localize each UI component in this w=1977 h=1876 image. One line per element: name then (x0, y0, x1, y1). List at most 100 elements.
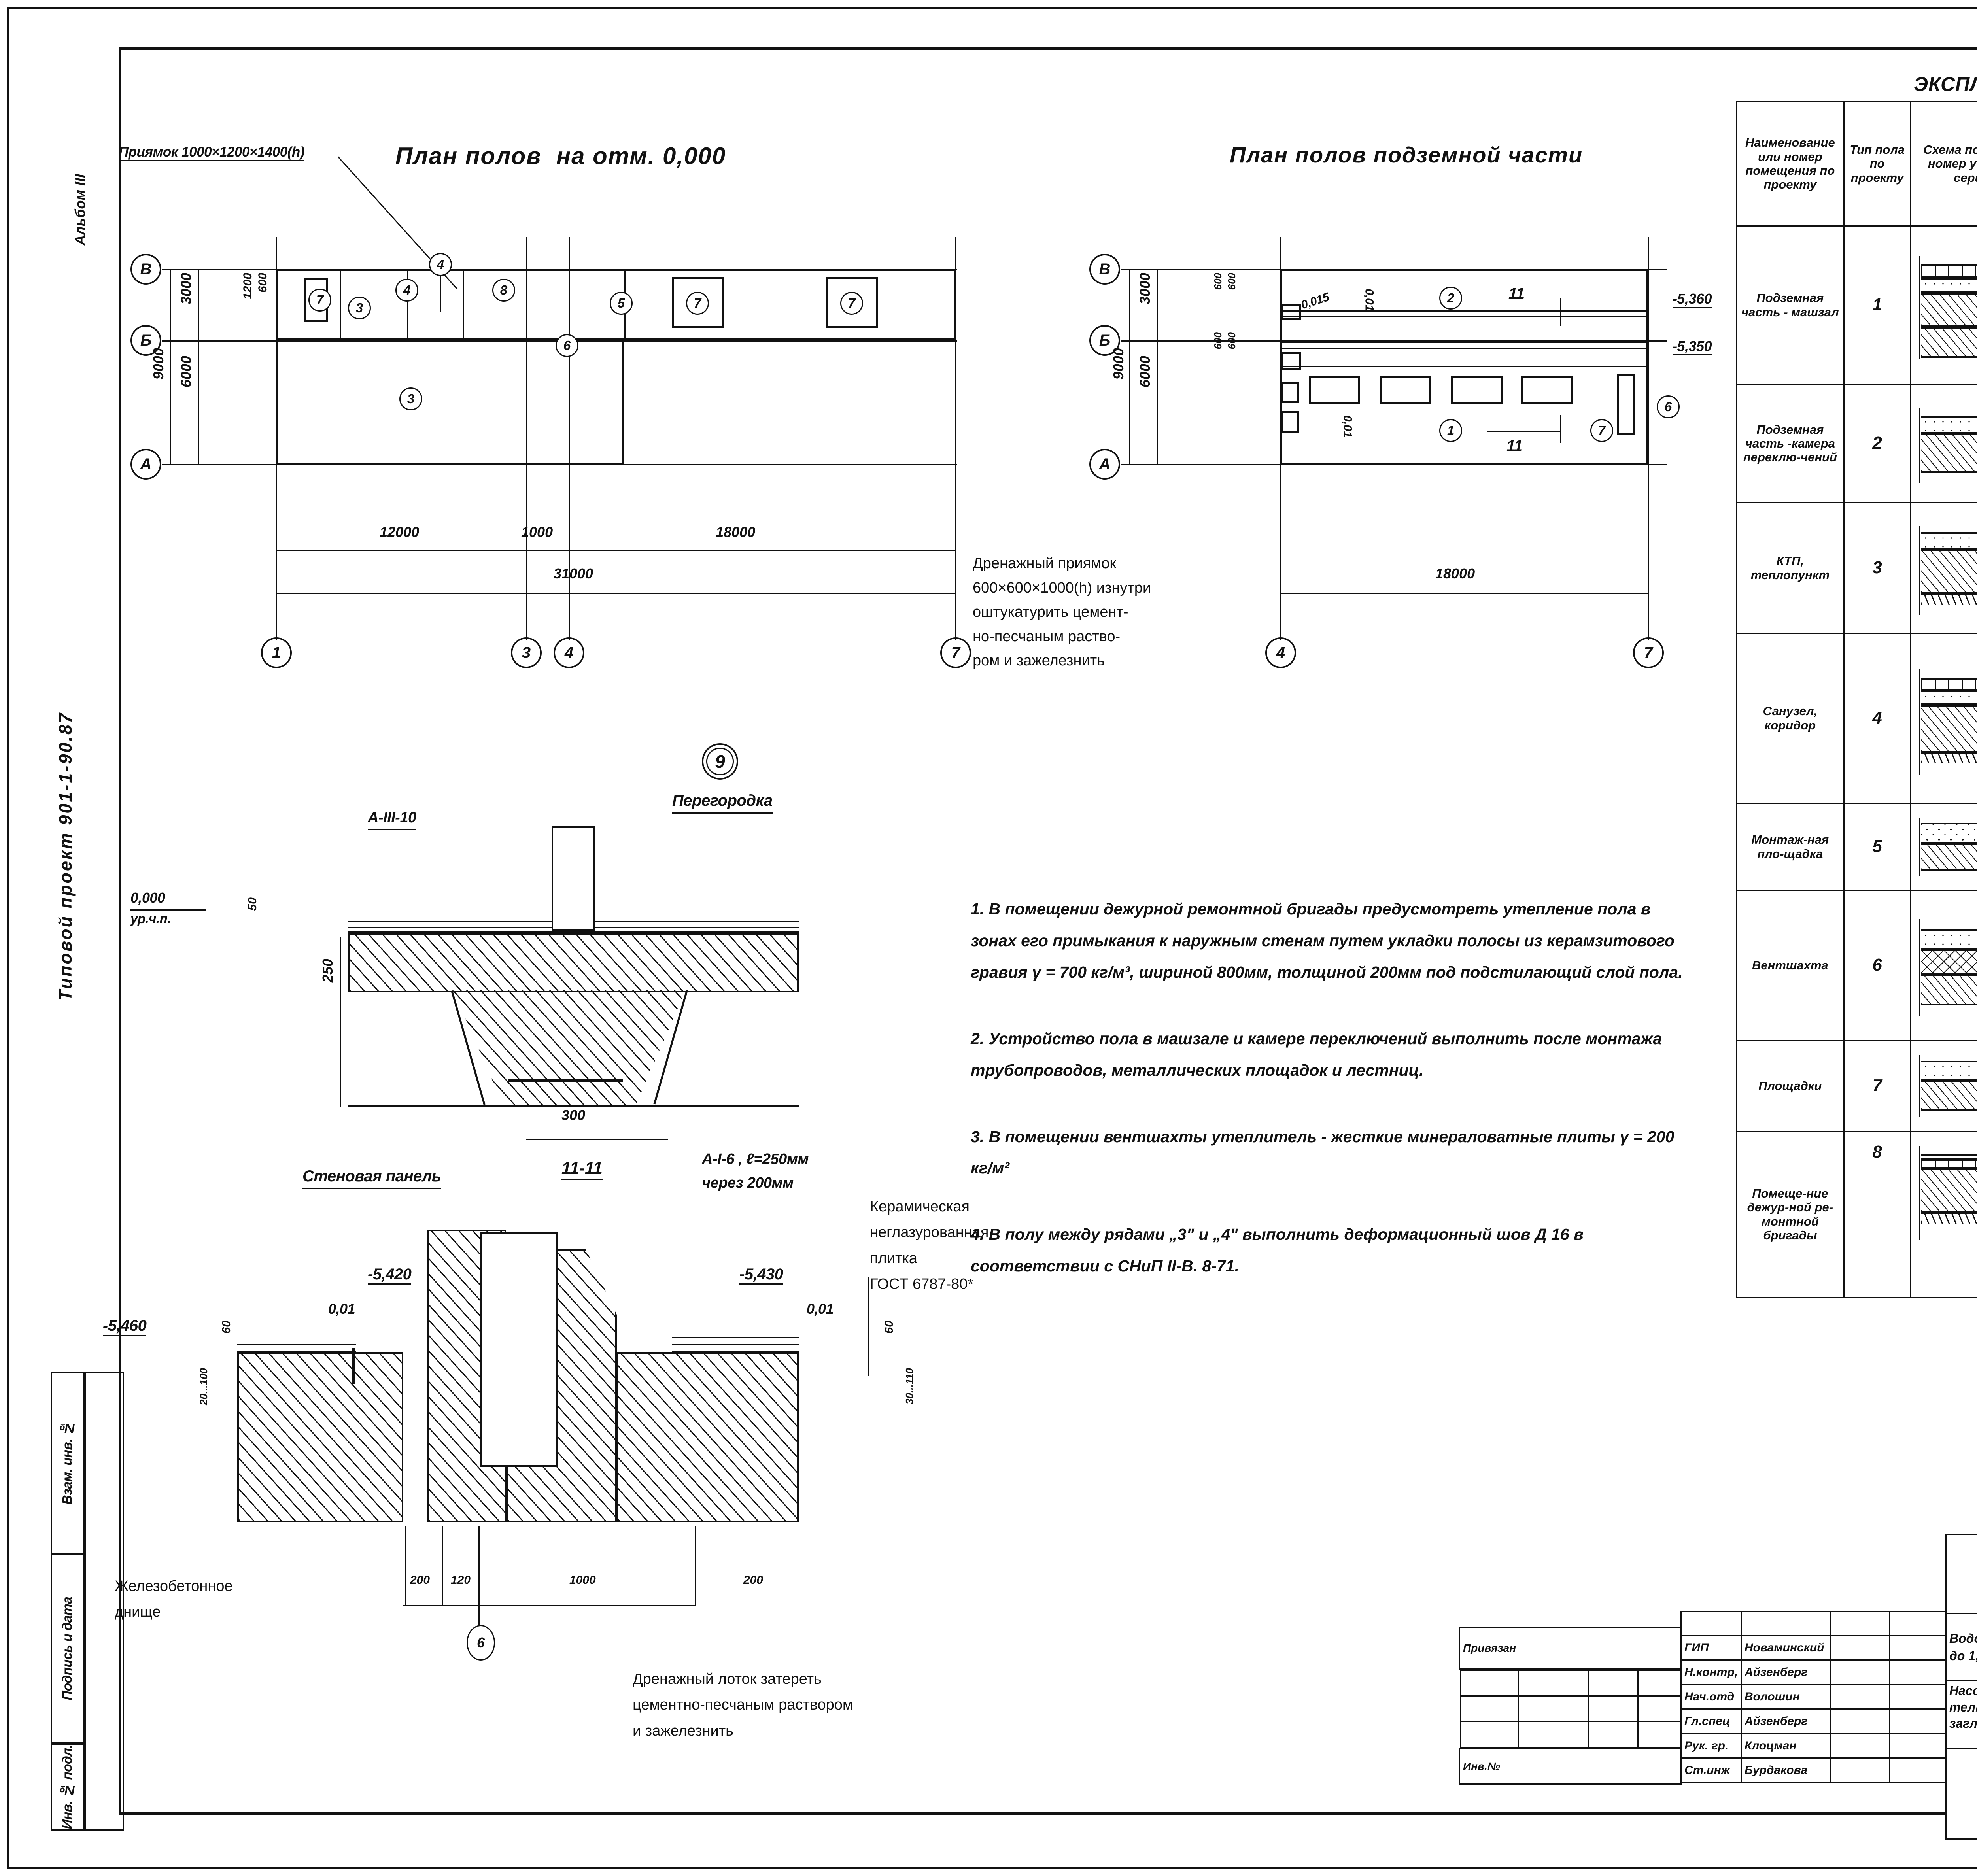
sig-date (1889, 1635, 1947, 1661)
plan1-dimline-h2 (276, 593, 956, 594)
section11-level-5460: -5,460 (103, 1317, 147, 1336)
section11-right-finish-2 (672, 1337, 799, 1338)
sig-sign-blank (1830, 1611, 1890, 1636)
sig-row: Нач.отд Волошин (1680, 1684, 1947, 1710)
plan1-axis-line-7 (955, 237, 956, 640)
plan1-dim-18000: 18000 (716, 524, 756, 540)
floor-scheme-icon (1915, 814, 1977, 879)
plan1-axis-4: 4 (554, 637, 584, 668)
floor-scheme-icon (1915, 519, 1977, 618)
node9-dim-250: 250 (319, 959, 336, 983)
plan2-dim-600d: 600 (1226, 332, 1238, 350)
floor-scheme-icon (1915, 912, 1977, 1019)
row-name: Монтаж-ная пло-щадка (1736, 803, 1845, 891)
plan2-section-tick-top (1560, 298, 1561, 326)
plan1-axis-line-4 (569, 237, 570, 640)
plan1-axis-v: В (130, 254, 161, 285)
margin-stamp-blank (85, 1372, 124, 1831)
plan2-pit-1 (1281, 304, 1301, 320)
section11-tile-text: Керамическая неглазурованная плитка ГОСТ… (870, 1198, 989, 1293)
plan2-dimline-v2 (1129, 269, 1130, 465)
section11-dim-20-100: 20...100 (198, 1368, 210, 1405)
plan2-axis-v: В (1089, 254, 1120, 285)
table-row: Монтаж-ная пло-щадка 5 Покрытие -бетон к… (1736, 803, 1977, 891)
section11-ext-4 (695, 1526, 696, 1605)
plan2-room-tag-7: 7 (1590, 419, 1613, 442)
sig-role: Рук. гр. (1680, 1733, 1742, 1759)
plan1-room-tag-3a: 3 (348, 297, 371, 319)
section11-ext-3 (478, 1526, 480, 1653)
section11-node-tag: 6 (467, 1625, 495, 1661)
node9-level-sub-label: ур.ч.п. (130, 911, 171, 926)
node9-level-line (130, 909, 206, 911)
sig-name-blank (1741, 1611, 1831, 1636)
sig-row: Н.контр, Айзенберг (1680, 1659, 1947, 1685)
plan2-room-tag-6: 6 (1657, 395, 1680, 418)
node9-dimline-300 (526, 1139, 668, 1140)
section11-dim-200a: 200 (410, 1574, 430, 1587)
row-type: 3 (1843, 502, 1911, 634)
margin-stamp-vzam-inv: Взам. инв. № (51, 1372, 85, 1554)
row-scheme (1910, 384, 1977, 503)
table-row: КТП, теплопункт 3 Покрытие-цементно-песч… (1736, 502, 1977, 634)
sig-signature (1830, 1708, 1890, 1734)
plan1-partition-4 (569, 270, 570, 340)
plan2-slope-001-a: 0,01 (1363, 289, 1376, 311)
section11-dim-30-110: 30...110 (903, 1368, 915, 1405)
section11-slope-left: 0,01 (328, 1301, 355, 1317)
sig-signature (1830, 1684, 1890, 1710)
row-type: 8 (1843, 1131, 1911, 1298)
row-type: 1 (1843, 225, 1911, 385)
sig-signature (1830, 1733, 1890, 1759)
note-item-3: 3. В помещении вентшахты утеплитель - же… (971, 1127, 1675, 1177)
plan1-dim-9000: 9000 (150, 348, 166, 380)
table-row: Санузел, коридор 4 Покрытие-керамические… (1736, 633, 1977, 804)
row-name: Площадки (1736, 1040, 1845, 1132)
section11-left-floor-top (237, 1351, 356, 1354)
explication-col-scheme: Схема пола или номер узла по серии (1910, 101, 1977, 227)
row-scheme (1910, 890, 1977, 1041)
plan1-partition-2 (407, 270, 408, 340)
plan2-dim-18000: 18000 (1435, 565, 1475, 582)
plan2-dimline-v1 (1157, 269, 1158, 465)
plan2-pump-2 (1380, 376, 1431, 404)
floor-scheme-icon (1915, 1141, 1977, 1243)
plan1-dimline-v2 (170, 269, 171, 465)
node9-dim-50: 50 (246, 897, 259, 911)
margin-stamp-inv-podl: Инв. № подл. (51, 1744, 85, 1831)
plan2-dim-600a: 600 (1212, 273, 1224, 290)
section11-tile-label: Керамическая неглазурованная плитка ГОСТ… (870, 1194, 988, 1297)
plan1-dim-600: 600 (256, 273, 269, 293)
plan1-dimline-v1 (198, 269, 199, 465)
plan1-pit-callout: Приямок 1000×1200×1400(h) (119, 144, 304, 162)
sig-signature (1830, 1635, 1890, 1661)
section11-right-floor-top (672, 1351, 799, 1354)
plan1-tag4-leader (440, 276, 441, 312)
sheet-outer-frame (7, 7, 1977, 1869)
main-title-block: ТП 901-1- 90. 87 - АР Водозаборные соору… (1945, 1534, 1977, 1840)
sig-name: Волошин (1741, 1684, 1831, 1710)
plan2-drain-callout: Дренажный приямок 600×600×1000(h) изнутр… (973, 552, 1151, 673)
floor-scheme-icon (1915, 1051, 1977, 1120)
section11-ext-2 (442, 1526, 443, 1605)
sig-date (1889, 1659, 1947, 1685)
table-row: Площадки 7 Покрытие -цементно-песча- ный… (1736, 1040, 1977, 1132)
plan2-vent-shaft (1617, 374, 1635, 435)
row-type: 6 (1843, 890, 1911, 1041)
sig-name: Бурдакова (1741, 1757, 1831, 1783)
row-name: Вентшахта (1736, 890, 1845, 1041)
section11-slab-text: Железобетонное днище (115, 1578, 233, 1620)
section11-dim-60-r: 60 (883, 1321, 896, 1334)
row-type: 4 (1843, 633, 1911, 804)
row-name: КТП, теплопункт (1736, 502, 1845, 634)
plan2-section-tick-bot (1560, 415, 1561, 443)
note-item-2: 2. Устройство пола в машзале и камере пе… (971, 1029, 1662, 1079)
explication-title: ЭКСПЛИКАЦИЯ ПОЛОВ (1914, 73, 1977, 95)
section11-gutter-text: Дренажный лоток затереть цементно-песчан… (633, 1671, 853, 1739)
section11-slope-right: 0,01 (807, 1301, 834, 1317)
plan1-room-opening-1 (672, 277, 724, 328)
section11-gutter-label: Дренажный лоток затереть цементно-песчан… (633, 1666, 853, 1744)
binding-subgrid (1459, 1670, 1681, 1748)
sig-date (1889, 1757, 1947, 1783)
node9-floor-top (348, 931, 799, 934)
